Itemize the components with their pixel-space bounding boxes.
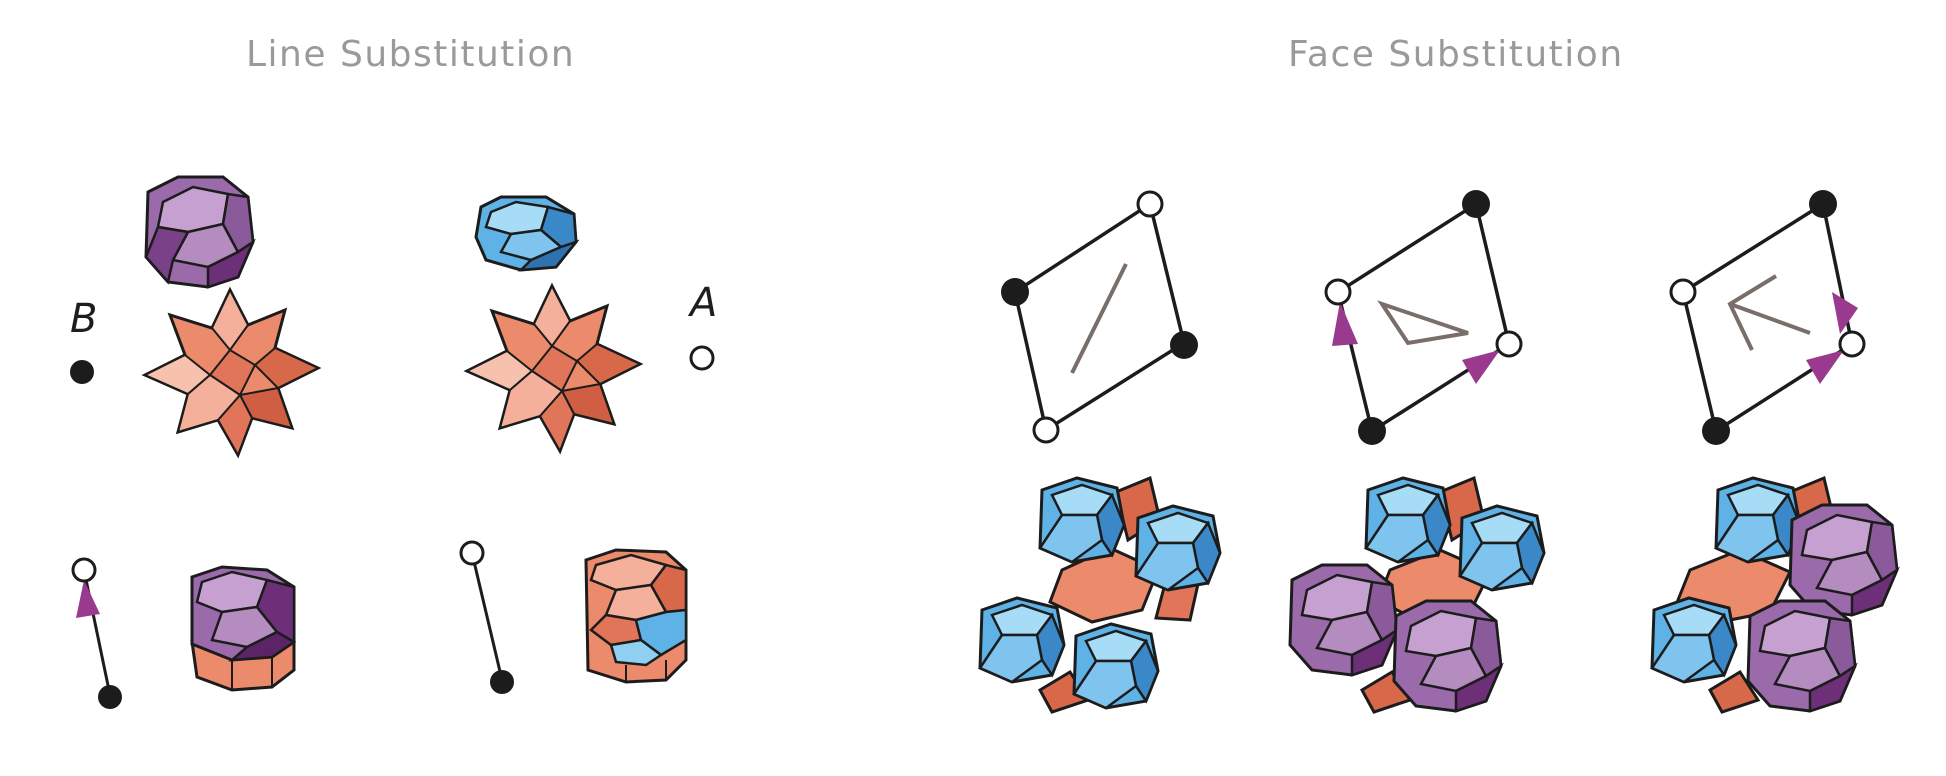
filled-vertex-icon [1809, 190, 1837, 218]
orange-blue-ring-stack [584, 548, 688, 684]
rhombus-face-2 [1324, 190, 1523, 445]
line-segment-middle [459, 540, 514, 694]
filled-vertex-icon [1170, 331, 1198, 359]
open-vertex-icon [459, 540, 485, 566]
purple-orange-stack [190, 565, 297, 692]
trace-line [1070, 263, 1128, 374]
purple-polyhedron-top [144, 175, 256, 289]
vertex-label-b: B [70, 296, 98, 342]
orange-star-polyhedron-right [463, 282, 644, 455]
orange-star-polyhedron-left [141, 286, 322, 459]
vertex-label-a: A [690, 280, 718, 326]
tiling-cluster-3 [1650, 475, 1900, 714]
open-vertex-icon [1136, 190, 1164, 218]
magenta-arrow-icon [1806, 350, 1844, 384]
magenta-arrow-icon [1332, 302, 1358, 346]
line-segment-left [71, 557, 122, 709]
trace-triangle [1377, 300, 1469, 346]
filled-vertex-icon [1358, 417, 1386, 445]
open-vertex-icon [1495, 330, 1523, 358]
line-substitution-title: Line Substitution [246, 34, 576, 75]
rhombus-face-1 [1001, 190, 1198, 444]
magenta-arrow-icon [1832, 292, 1858, 334]
open-vertex-icon [1669, 278, 1697, 306]
tiling-cluster-1 [978, 475, 1222, 714]
blue-polyhedron-top [474, 195, 580, 272]
filled-vertex-icon [1001, 278, 1029, 306]
open-vertex-icon [1324, 278, 1352, 306]
magenta-arrow-icon [1462, 350, 1500, 384]
filled-vertex-icon [1702, 417, 1730, 445]
open-vertex-icon [71, 557, 97, 583]
filled-vertex-icon [1462, 190, 1490, 218]
filled-vertex-icon [70, 360, 94, 384]
filled-vertex-icon [490, 670, 514, 694]
face-substitution-title: Face Substitution [1288, 34, 1624, 75]
open-vertex-icon [1032, 416, 1060, 444]
tiling-cluster-2 [1288, 475, 1546, 714]
magenta-arrow-icon [76, 580, 100, 618]
open-vertex-icon [1838, 330, 1866, 358]
open-vertex-icon [689, 345, 715, 371]
rhombus-face-3 [1669, 190, 1866, 445]
filled-vertex-icon [98, 685, 122, 709]
